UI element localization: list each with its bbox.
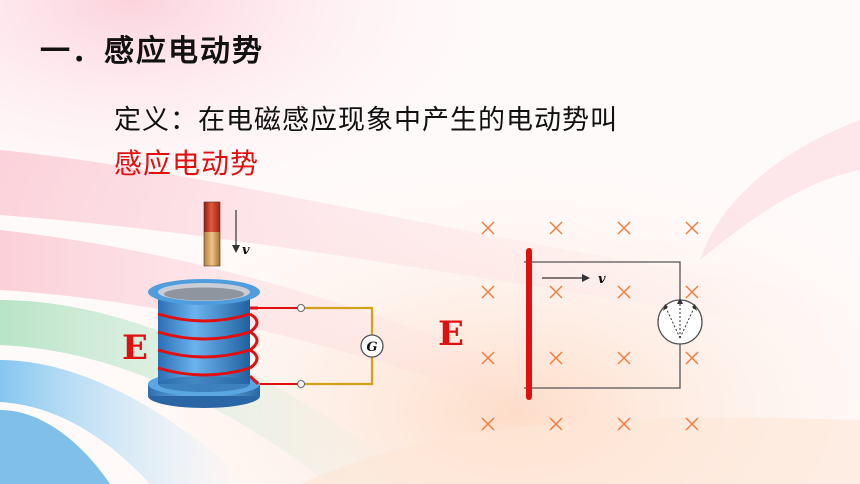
velocity-arrow-icon <box>542 274 590 282</box>
galvanometer-icon <box>360 334 384 358</box>
section-heading: 一．感应电动势 <box>40 34 264 69</box>
velocity-arrow-icon <box>232 210 240 253</box>
velocity-label: v <box>242 243 250 258</box>
moving-rod-diagram: v <box>481 221 703 431</box>
emf-label-right: E <box>438 314 464 354</box>
coil-magnet-diagram: v G <box>148 201 384 408</box>
magnetic-field-cross-icon <box>481 221 699 431</box>
solenoid-coil-icon <box>148 279 260 408</box>
definition-text: 定义：在电磁感应现象中产生的电动势叫 <box>114 105 618 136</box>
velocity-label: v <box>598 272 606 287</box>
circuit-frame <box>524 261 681 389</box>
galvanometer-icon <box>657 298 703 345</box>
bar-magnet-icon <box>203 201 221 267</box>
galvanometer-label: G <box>366 340 377 355</box>
definition-term: 感应电动势 <box>114 147 260 180</box>
moving-rod-icon <box>526 248 532 400</box>
emf-label-left: E <box>122 328 148 368</box>
circuit-wires <box>258 304 374 388</box>
